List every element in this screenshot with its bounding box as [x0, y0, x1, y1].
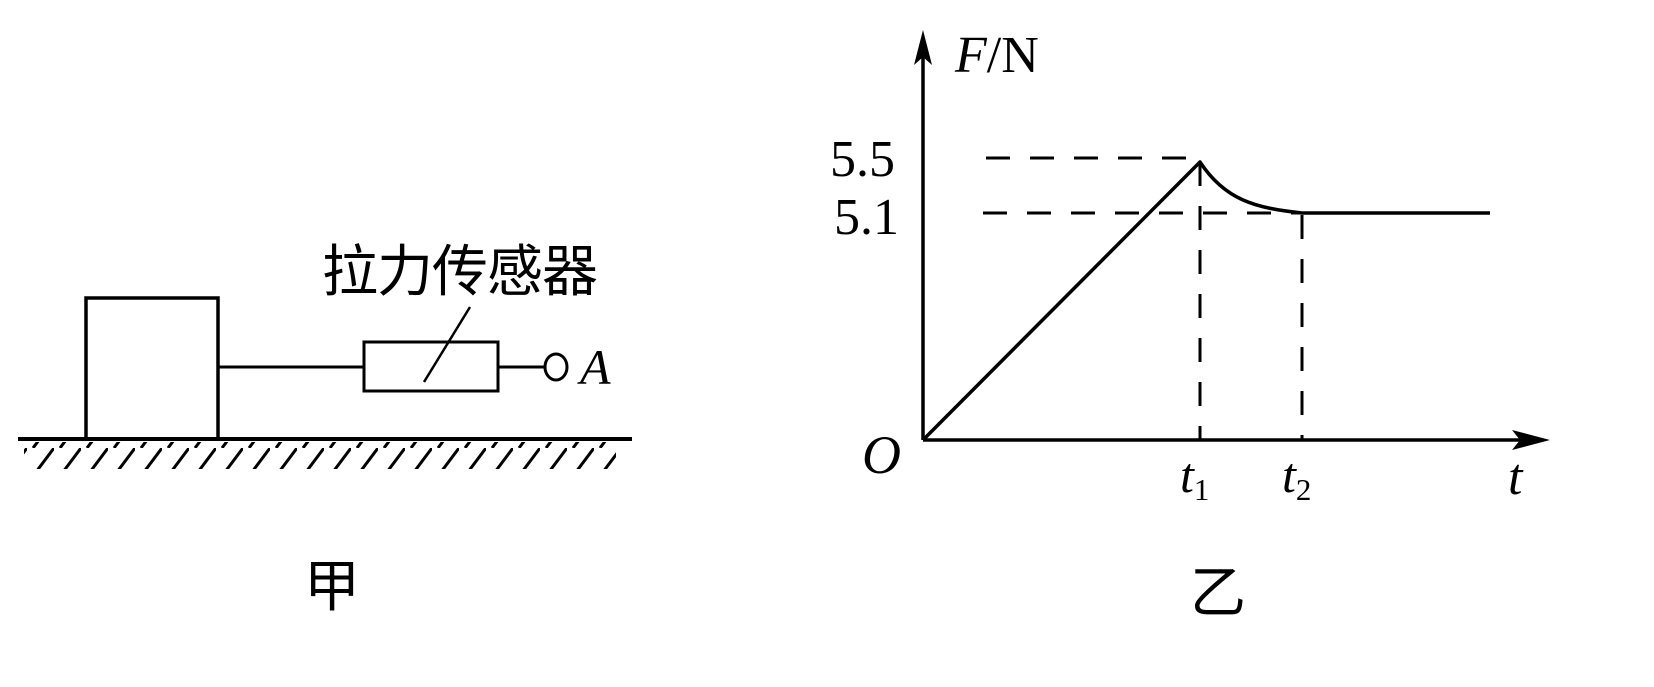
x-tick-t1-sub: 1: [1193, 471, 1210, 507]
x-tick-t2: t2: [1282, 450, 1311, 505]
origin-label: O: [862, 425, 901, 485]
x-tick-t1: t1: [1180, 450, 1209, 505]
y-axis-var: F: [955, 27, 987, 84]
block: [84, 296, 220, 441]
y-tick-5-5: 5.5: [830, 131, 895, 188]
force-curve: [921, 160, 1490, 442]
reference-dashed-lines: [983, 156, 1304, 440]
y-tick-5-1: 5.1: [834, 189, 899, 246]
sensor-leader-line: [422, 306, 472, 383]
x-tick-t2-sub: 2: [1295, 471, 1312, 507]
x-tick-t2-var: t: [1282, 447, 1296, 503]
sensor-label: 拉力传感器: [322, 240, 598, 305]
x-axis-arrow-icon: [1512, 430, 1550, 450]
ground-hatching: [24, 442, 616, 469]
y-axis: [914, 30, 932, 440]
force-sensor: [362, 340, 500, 393]
y-axis-arrow-icon: [914, 30, 932, 65]
x-axis-label: t: [1508, 449, 1523, 506]
point-a-label: A: [580, 339, 611, 395]
x-axis: [923, 430, 1550, 450]
hook-point-a-circle: [543, 352, 569, 382]
figure-caption-jia: 甲: [304, 555, 360, 620]
figure-caption-yi: 乙: [1190, 561, 1246, 626]
x-tick-t1-var: t: [1180, 447, 1194, 503]
y-axis-label: F/N: [955, 30, 1039, 82]
y-axis-unit: /N: [986, 27, 1039, 84]
